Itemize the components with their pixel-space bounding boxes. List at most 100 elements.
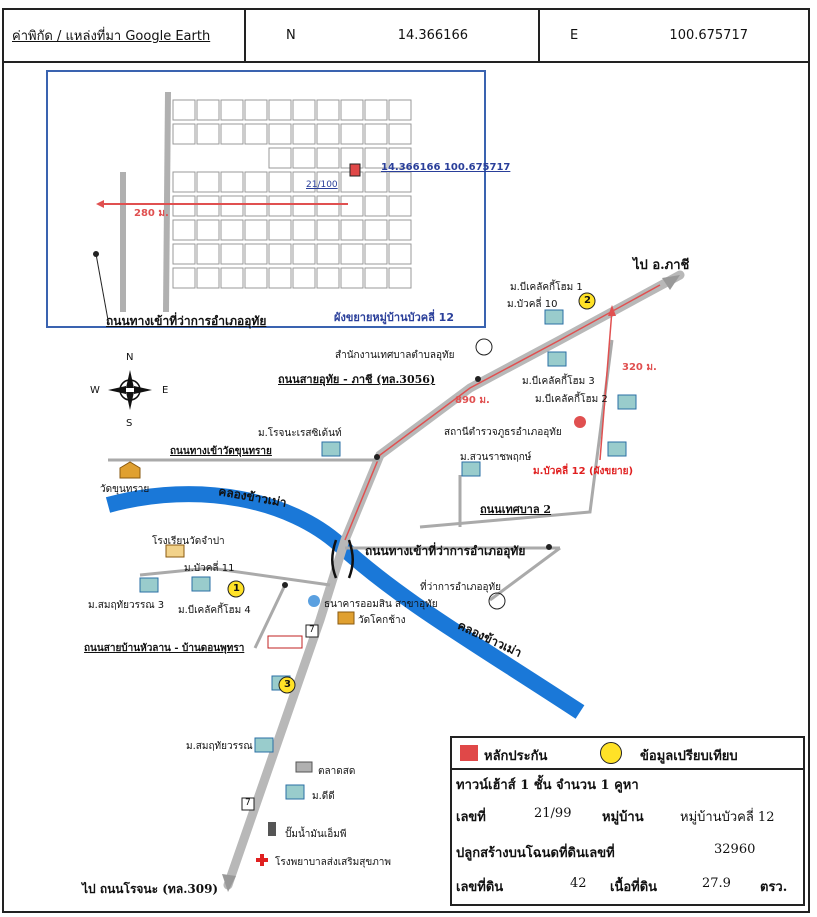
- label-suan-rat: ม.สวนราชพฤกษ์: [460, 452, 532, 463]
- sign-icon: [267, 635, 303, 649]
- village-block: [388, 195, 412, 217]
- village-block: [292, 171, 316, 193]
- label-m-dee-dee: ม.ดีดี: [312, 791, 335, 802]
- number-label: เลขที่: [456, 810, 486, 825]
- junction-dot: [282, 582, 288, 588]
- village-block: [364, 99, 388, 121]
- coord-source-label: ค่าพิกัด / แหล่งที่มา Google Earth: [4, 10, 246, 61]
- village-block: [244, 267, 268, 289]
- land-no-value: 42: [570, 876, 587, 891]
- village-block: [388, 99, 412, 121]
- village-block: [220, 219, 244, 241]
- inset-arrow: [96, 200, 104, 208]
- village-block: [340, 123, 364, 145]
- collateral-marker: [349, 163, 361, 177]
- compass-s: S: [126, 418, 133, 429]
- label-to-rojana: ไป ถนนโรจนะ (ทล.309): [82, 882, 219, 896]
- compass-e: E: [162, 385, 169, 396]
- district-emblem-icon: [488, 592, 506, 610]
- house-icon: [254, 737, 274, 753]
- house-icon: [139, 577, 159, 593]
- village-block: [340, 99, 364, 121]
- land-no-label: เลขที่ดิน: [456, 880, 504, 895]
- deed-label: ปลูกสร้างบนโฉนดที่ดินเลขที่: [456, 846, 615, 861]
- inset-canvas: [93, 91, 412, 321]
- village-block: [196, 219, 220, 241]
- legend-header: หลักประกัน ข้อมูลเปรียบเทียบ: [452, 738, 803, 770]
- house-icon: [285, 784, 305, 800]
- north-label: N: [286, 28, 296, 43]
- label-road-wat-khun: ถนนทางเข้าวัดขุนทราย: [170, 446, 272, 457]
- house-icon: [461, 461, 481, 477]
- bridge: [347, 539, 354, 579]
- compare-marker-2: [578, 292, 596, 310]
- village-block: [220, 99, 244, 121]
- label-gas-station: ปั๊มน้ำมันเอ็มพี: [285, 829, 347, 840]
- village-block: [364, 147, 388, 169]
- label-road-uthai-phachi: ถนนสายอุทัย - ภาชี (ทล.3056): [278, 373, 436, 386]
- village-block: [172, 243, 196, 265]
- legend-house-type: ทาวน์เฮ้าส์ 1 ชั้น จำนวน 1 คูหา: [456, 778, 639, 793]
- east-value: 100.675717: [669, 28, 748, 43]
- route-bua-khli: [599, 309, 613, 461]
- label-dist-320: 320 ม.: [622, 362, 657, 373]
- junction-dot: [546, 544, 552, 550]
- label-road-district-office: ถนนทางเข้าที่ว่าการอำเภออุทัย: [365, 544, 526, 558]
- village-grid: [172, 99, 412, 289]
- area-value: 27.9: [702, 876, 731, 891]
- legend-panel: หลักประกัน ข้อมูลเปรียบเทียบ ทาวน์เฮ้าส์…: [450, 736, 805, 906]
- village-block: [268, 219, 292, 241]
- east-cell: E 100.675717: [540, 10, 808, 61]
- gas-icon: [268, 822, 276, 836]
- village-block: [316, 147, 340, 169]
- village-block: [292, 243, 316, 265]
- village-block: [292, 219, 316, 241]
- village-block: [244, 243, 268, 265]
- compare-legend-icon: [600, 742, 622, 764]
- village-block: [316, 99, 340, 121]
- temple-icon: [119, 461, 141, 479]
- village-block: [172, 123, 196, 145]
- village-block: [244, 219, 268, 241]
- label-gsb: ธนาคารออมสิน สาขาอุทัย: [324, 599, 438, 610]
- village-block: [340, 243, 364, 265]
- label-moo-baan-2: ม.บีเคลัคกี้โฮม 2: [535, 394, 608, 405]
- deed-value: 32960: [714, 842, 756, 857]
- village-block: [388, 123, 412, 145]
- village-block: [292, 195, 316, 217]
- label-moo-baan-3: ม.บีเคลัคกี้โฮม 3: [522, 376, 595, 387]
- village-block: [172, 195, 196, 217]
- label-school: โรงเรียนวัดจำปา: [152, 536, 225, 547]
- label-road-hua-lan: ถนนสายบ้านหัวลาน - บ้านดอนพุทรา: [84, 643, 245, 654]
- junction-dot: [374, 454, 380, 460]
- seven-eleven-icon: [305, 624, 319, 638]
- inset-distance: 280 ม.: [134, 208, 169, 219]
- collateral-legend-icon: [460, 745, 478, 761]
- marker-3-label: 3: [284, 679, 291, 690]
- village-block: [268, 267, 292, 289]
- village-block: [268, 147, 292, 169]
- village-block: [220, 243, 244, 265]
- label-moo-baan-4: ม.บีเคลัคกี้โฮม 4: [178, 605, 251, 616]
- number-value: 21/99: [534, 806, 572, 821]
- village-block: [244, 99, 268, 121]
- inset-caption: ผังขยายหมู่บ้านบัวคลี่ 12: [334, 311, 454, 324]
- village-block: [340, 267, 364, 289]
- temple-icon: [337, 611, 355, 625]
- label-bua-khli-10: ม.บัวคลี่ 10: [507, 299, 558, 310]
- village-block: [364, 171, 388, 193]
- label-wat-khok-chang: วัดโคกช้าง: [358, 615, 406, 626]
- route-line: [344, 284, 661, 541]
- coord-source-text: ค่าพิกัด / แหล่งที่มา Google Earth: [12, 29, 211, 44]
- north-value: 14.366166: [397, 28, 468, 43]
- area-unit: ตรว.: [760, 880, 788, 895]
- label-bua-khli-11: ม.บัวคลี่ 11: [184, 563, 235, 574]
- marker-1-label: 1: [233, 583, 240, 594]
- house-icon: [607, 441, 627, 457]
- village-block: [172, 267, 196, 289]
- village-block: [340, 195, 364, 217]
- junction-dot: [475, 376, 481, 382]
- bank-icon: [308, 595, 320, 607]
- village-block: [268, 195, 292, 217]
